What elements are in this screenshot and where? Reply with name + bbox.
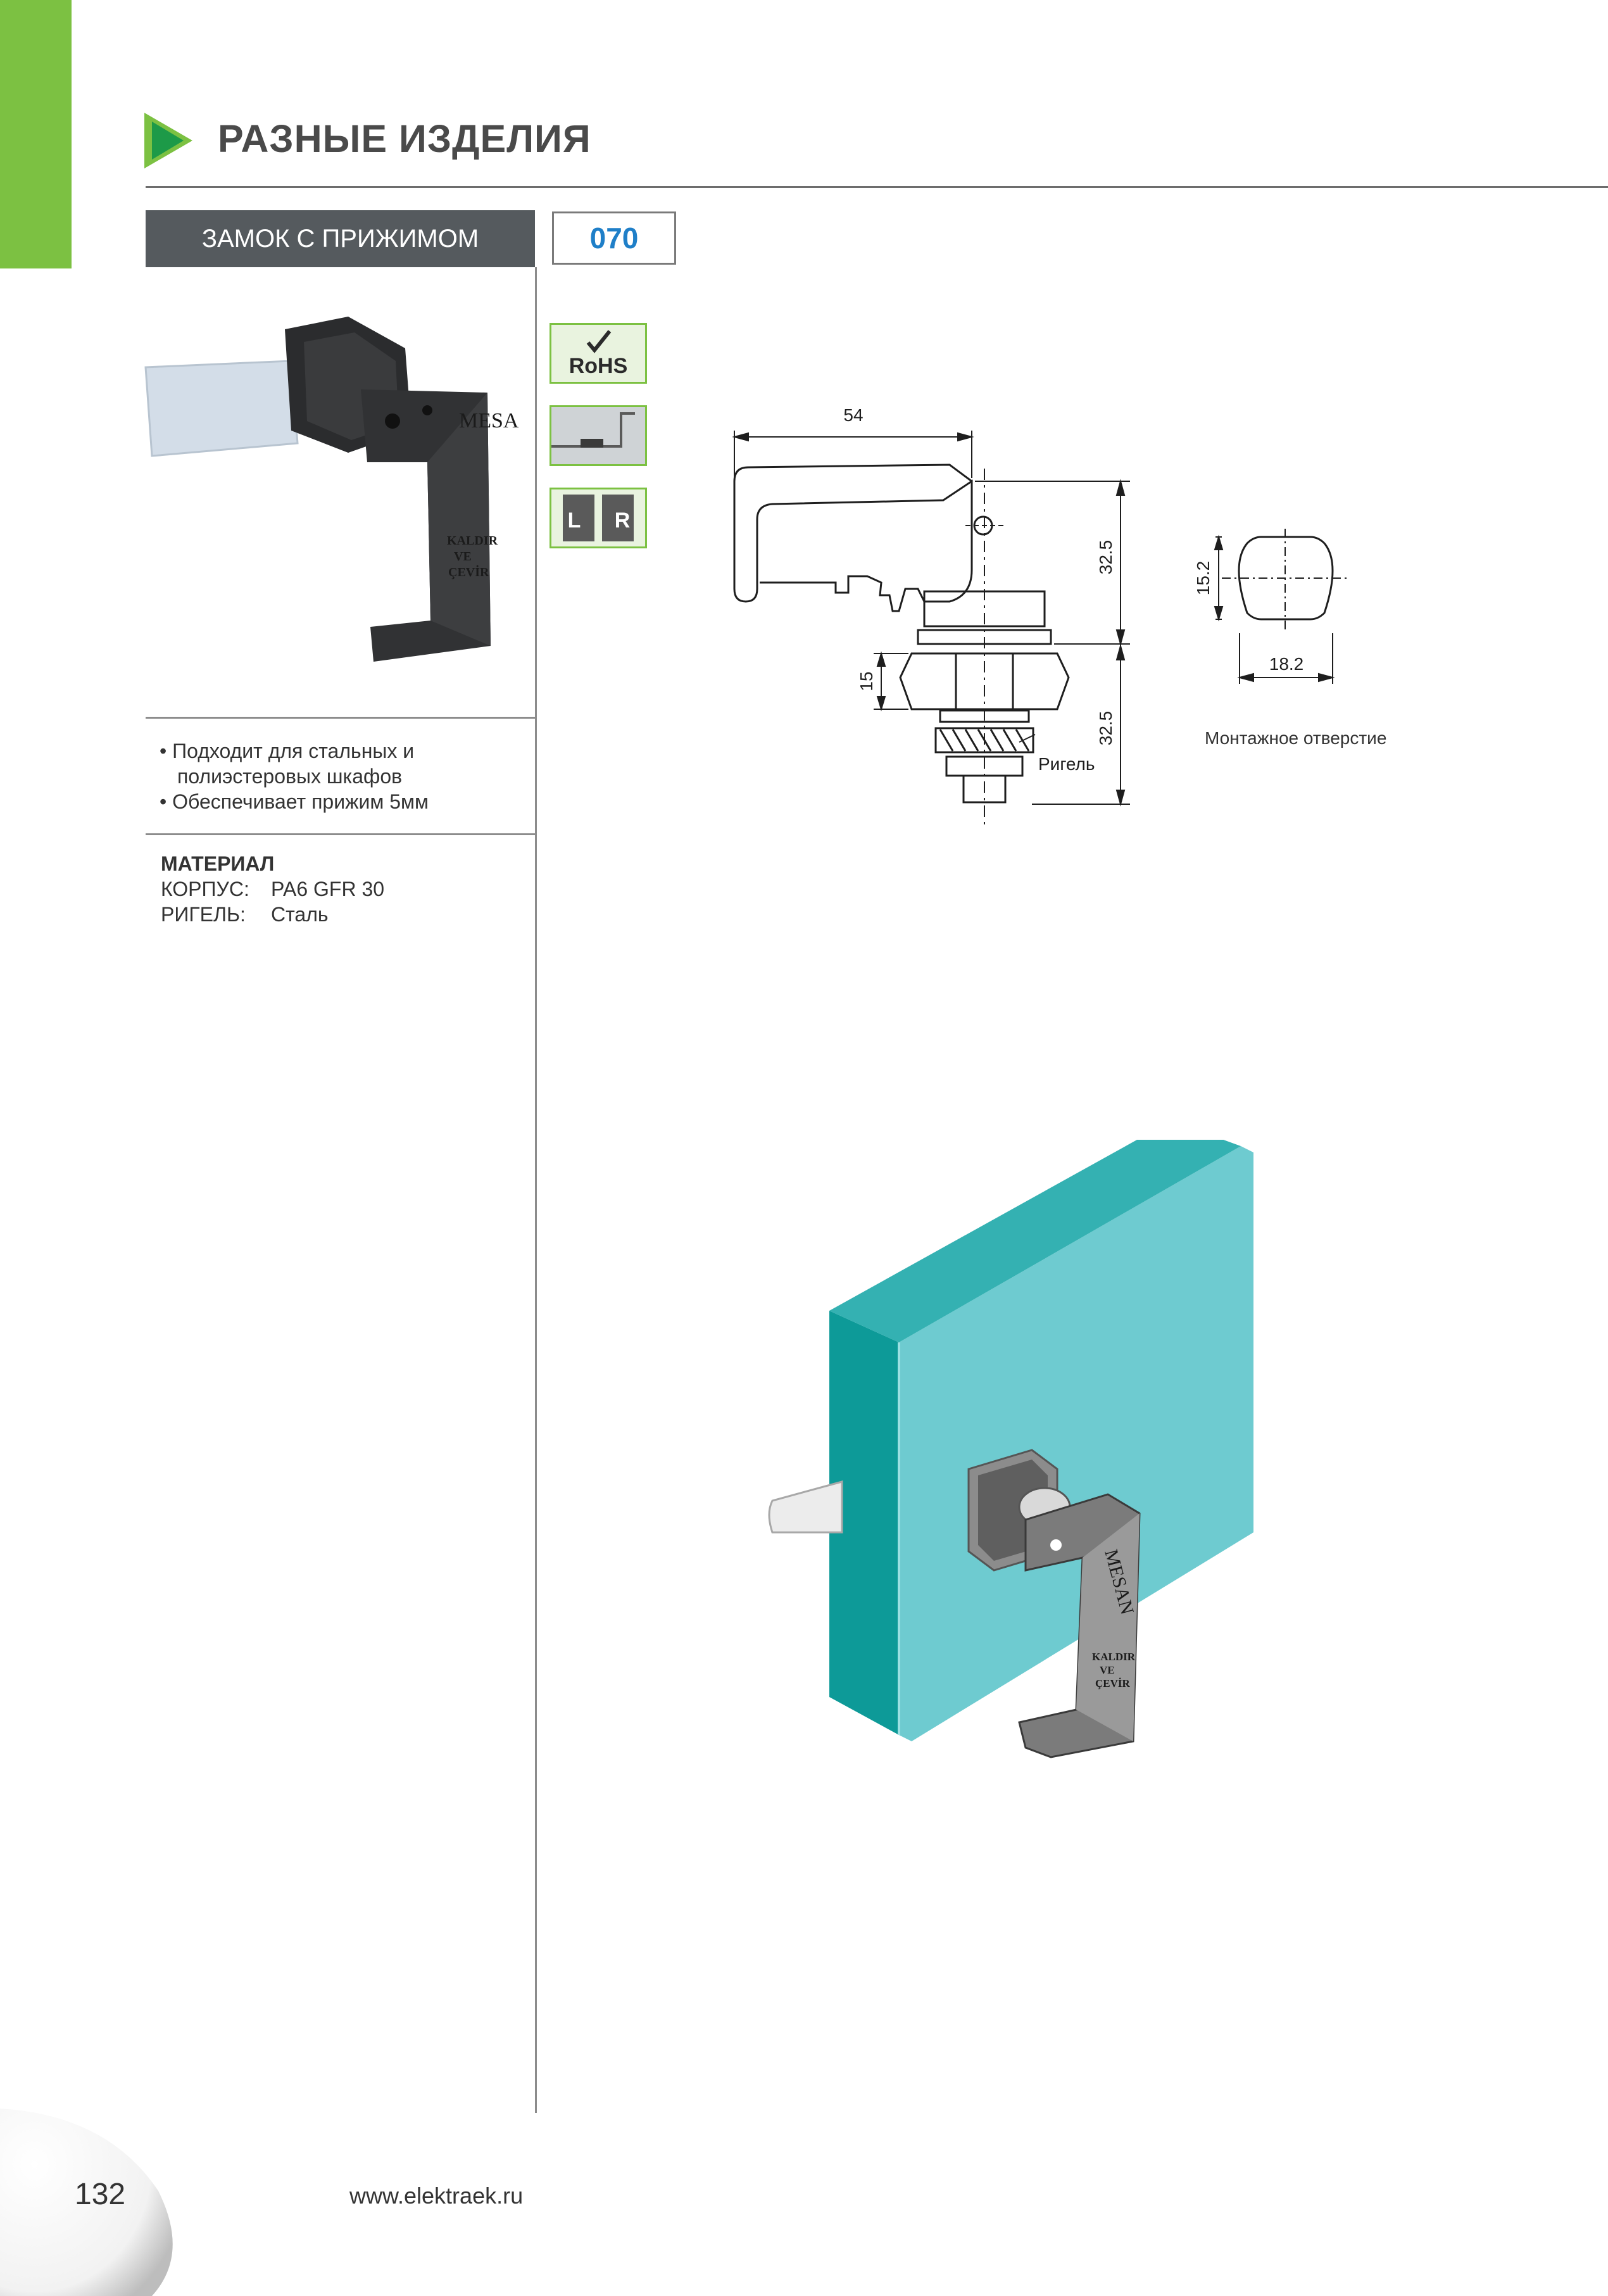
title-arrow-icon bbox=[144, 113, 192, 168]
rohs-badge: RoHS bbox=[550, 323, 647, 384]
installation-illustration: MESAN KALDIR VE ÇEVİR bbox=[768, 1140, 1253, 1758]
illustration-engraving-2: VE bbox=[1100, 1664, 1115, 1676]
hole-width: 18.2 bbox=[1269, 654, 1304, 674]
mounting-badge bbox=[550, 405, 647, 466]
dim-width: 54 bbox=[843, 405, 863, 425]
material-value-body: PA6 GFR 30 bbox=[271, 878, 385, 900]
material-label-bolt: РИГЕЛЬ: bbox=[161, 903, 246, 926]
bolt-label: Ригель bbox=[1038, 754, 1095, 774]
left-right-badge: L R bbox=[550, 488, 647, 548]
feature-line-2: полиэстеровых шкафов bbox=[177, 765, 403, 788]
hole-height: 15.2 bbox=[1193, 561, 1213, 596]
column-divider bbox=[535, 267, 537, 2113]
page-curl-decoration bbox=[0, 2109, 173, 2296]
footer-url[interactable]: www.elektraek.ru bbox=[349, 2183, 524, 2209]
material-title: МАТЕРИАЛ bbox=[161, 852, 275, 875]
feature-line-3: • Обеспечивает прижим 5мм bbox=[160, 790, 429, 813]
mounting-icon bbox=[551, 407, 645, 464]
dim-upper-height: 32.5 bbox=[1096, 540, 1115, 575]
brand-engraving: MESAN bbox=[459, 409, 519, 432]
feature-line-1: • Подходит для стальных и bbox=[160, 740, 415, 762]
product-code: 070 bbox=[552, 211, 676, 265]
svg-text:R: R bbox=[615, 508, 631, 533]
product-photo: MESAN KALDIR VE ÇEVİR bbox=[144, 317, 519, 662]
mounting-hole-caption: Монтажное отверстие bbox=[1205, 728, 1387, 748]
left-right-icon: L R bbox=[563, 495, 634, 541]
page-number: 132 bbox=[75, 2178, 126, 2211]
engraving-line-2: VE bbox=[454, 550, 472, 564]
product-name-header: ЗАМОК С ПРИЖИМОМ bbox=[146, 210, 535, 267]
material-row-bolt: РИГЕЛЬ: Сталь bbox=[161, 903, 329, 926]
green-tab-decoration bbox=[0, 0, 72, 268]
dim-lower-height: 32.5 bbox=[1096, 711, 1115, 746]
dim-nut: 15 bbox=[857, 671, 876, 691]
title-divider bbox=[146, 186, 1608, 188]
features-divider-bottom bbox=[146, 833, 535, 835]
svg-text:L: L bbox=[568, 508, 581, 533]
material-value-bolt: Сталь bbox=[271, 903, 329, 926]
material-row-body: КОРПУС: PA6 GFR 30 bbox=[161, 878, 384, 901]
material-label-body: КОРПУС: bbox=[161, 878, 249, 900]
engraving-line-1: KALDIR bbox=[447, 534, 498, 548]
illustration-engraving-3: ÇEVİR bbox=[1095, 1677, 1131, 1689]
illustration-engraving-1: KALDIR bbox=[1092, 1651, 1136, 1663]
features-divider-top bbox=[146, 717, 535, 719]
technical-drawing: 54 32.5 32.5 15 Ригель 15.2 18.2 bbox=[732, 405, 1348, 829]
engraving-line-3: ÇEVİR bbox=[448, 564, 489, 579]
rohs-icon: RoHS bbox=[569, 330, 628, 378]
page-title: РАЗНЫЕ ИЗДЕЛИЯ bbox=[218, 117, 591, 160]
svg-text:RoHS: RoHS bbox=[569, 354, 628, 378]
